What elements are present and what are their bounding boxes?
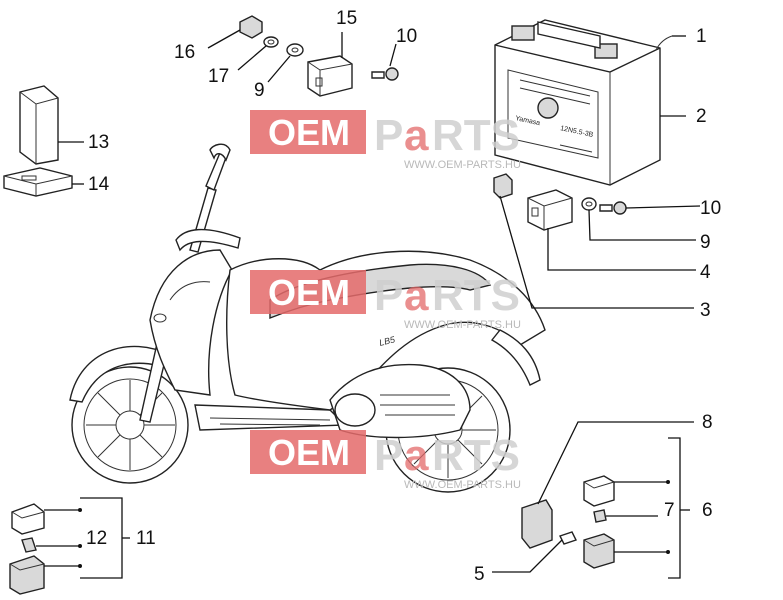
watermark-parts-a: a bbox=[404, 271, 429, 320]
leader-lines bbox=[36, 29, 701, 579]
watermark-parts-p: P bbox=[374, 111, 403, 160]
callout-6: 6 bbox=[702, 500, 713, 521]
parts-13-14 bbox=[3, 85, 73, 197]
relay-assembly-top bbox=[239, 15, 399, 97]
callout-10-top: 10 bbox=[396, 26, 417, 47]
callout-1: 1 bbox=[696, 26, 707, 47]
callout-15: 15 bbox=[336, 8, 357, 29]
battery: Yamasa 12N5.5-3B bbox=[494, 19, 673, 186]
watermark-parts-p: P bbox=[374, 271, 403, 320]
watermark-parts-rest: RTS bbox=[432, 271, 520, 320]
watermark-oem: OEM bbox=[268, 112, 350, 153]
callout-8: 8 bbox=[702, 412, 713, 433]
callout-9-top: 9 bbox=[254, 80, 265, 101]
callout-3: 3 bbox=[700, 300, 711, 321]
watermark-url: WWW.OEM-PARTS.HU bbox=[404, 159, 521, 171]
watermark-parts-p: P bbox=[374, 431, 403, 480]
callout-14: 14 bbox=[88, 174, 110, 195]
scooter-drawing: LB5 bbox=[69, 143, 546, 493]
callout-9-right: 9 bbox=[700, 232, 711, 253]
callout-5: 5 bbox=[474, 564, 485, 585]
callout-12: 12 bbox=[86, 528, 107, 549]
watermark-parts-rest: RTS bbox=[432, 111, 520, 160]
watermark-oem: OEM bbox=[268, 272, 350, 313]
watermark-3: OEM P a RTS WWW.OEM-PARTS.HU bbox=[250, 430, 521, 491]
callout-2: 2 bbox=[696, 106, 707, 127]
parts-11-12 bbox=[9, 503, 45, 595]
watermark-parts-rest: RTS bbox=[432, 431, 520, 480]
scooter-side-badge: LB5 bbox=[378, 334, 397, 348]
callout-17: 17 bbox=[208, 66, 229, 87]
watermark-parts-a: a bbox=[404, 431, 429, 480]
relay-assembly-right bbox=[493, 173, 627, 231]
watermark-parts-a: a bbox=[404, 111, 429, 160]
watermark-url: WWW.OEM-PARTS.HU bbox=[404, 479, 521, 491]
callout-10-right: 10 bbox=[700, 198, 721, 219]
watermark-url: WWW.OEM-PARTS.HU bbox=[404, 319, 521, 331]
callout-11: 11 bbox=[136, 528, 156, 549]
watermark-2: OEM P a RTS WWW.OEM-PARTS.HU bbox=[250, 270, 521, 331]
callout-4: 4 bbox=[700, 262, 711, 283]
callout-7: 7 bbox=[664, 500, 675, 521]
watermark-oem: OEM bbox=[268, 432, 350, 473]
watermark-1: OEM P a RTS WWW.OEM-PARTS.HU bbox=[250, 110, 521, 171]
callout-numbers: 1 2 10 9 4 3 15 10 16 17 9 13 14 8 6 7 5… bbox=[86, 8, 721, 585]
parts-5-8 bbox=[521, 475, 615, 569]
callout-16: 16 bbox=[174, 42, 195, 63]
callout-13: 13 bbox=[88, 132, 109, 153]
